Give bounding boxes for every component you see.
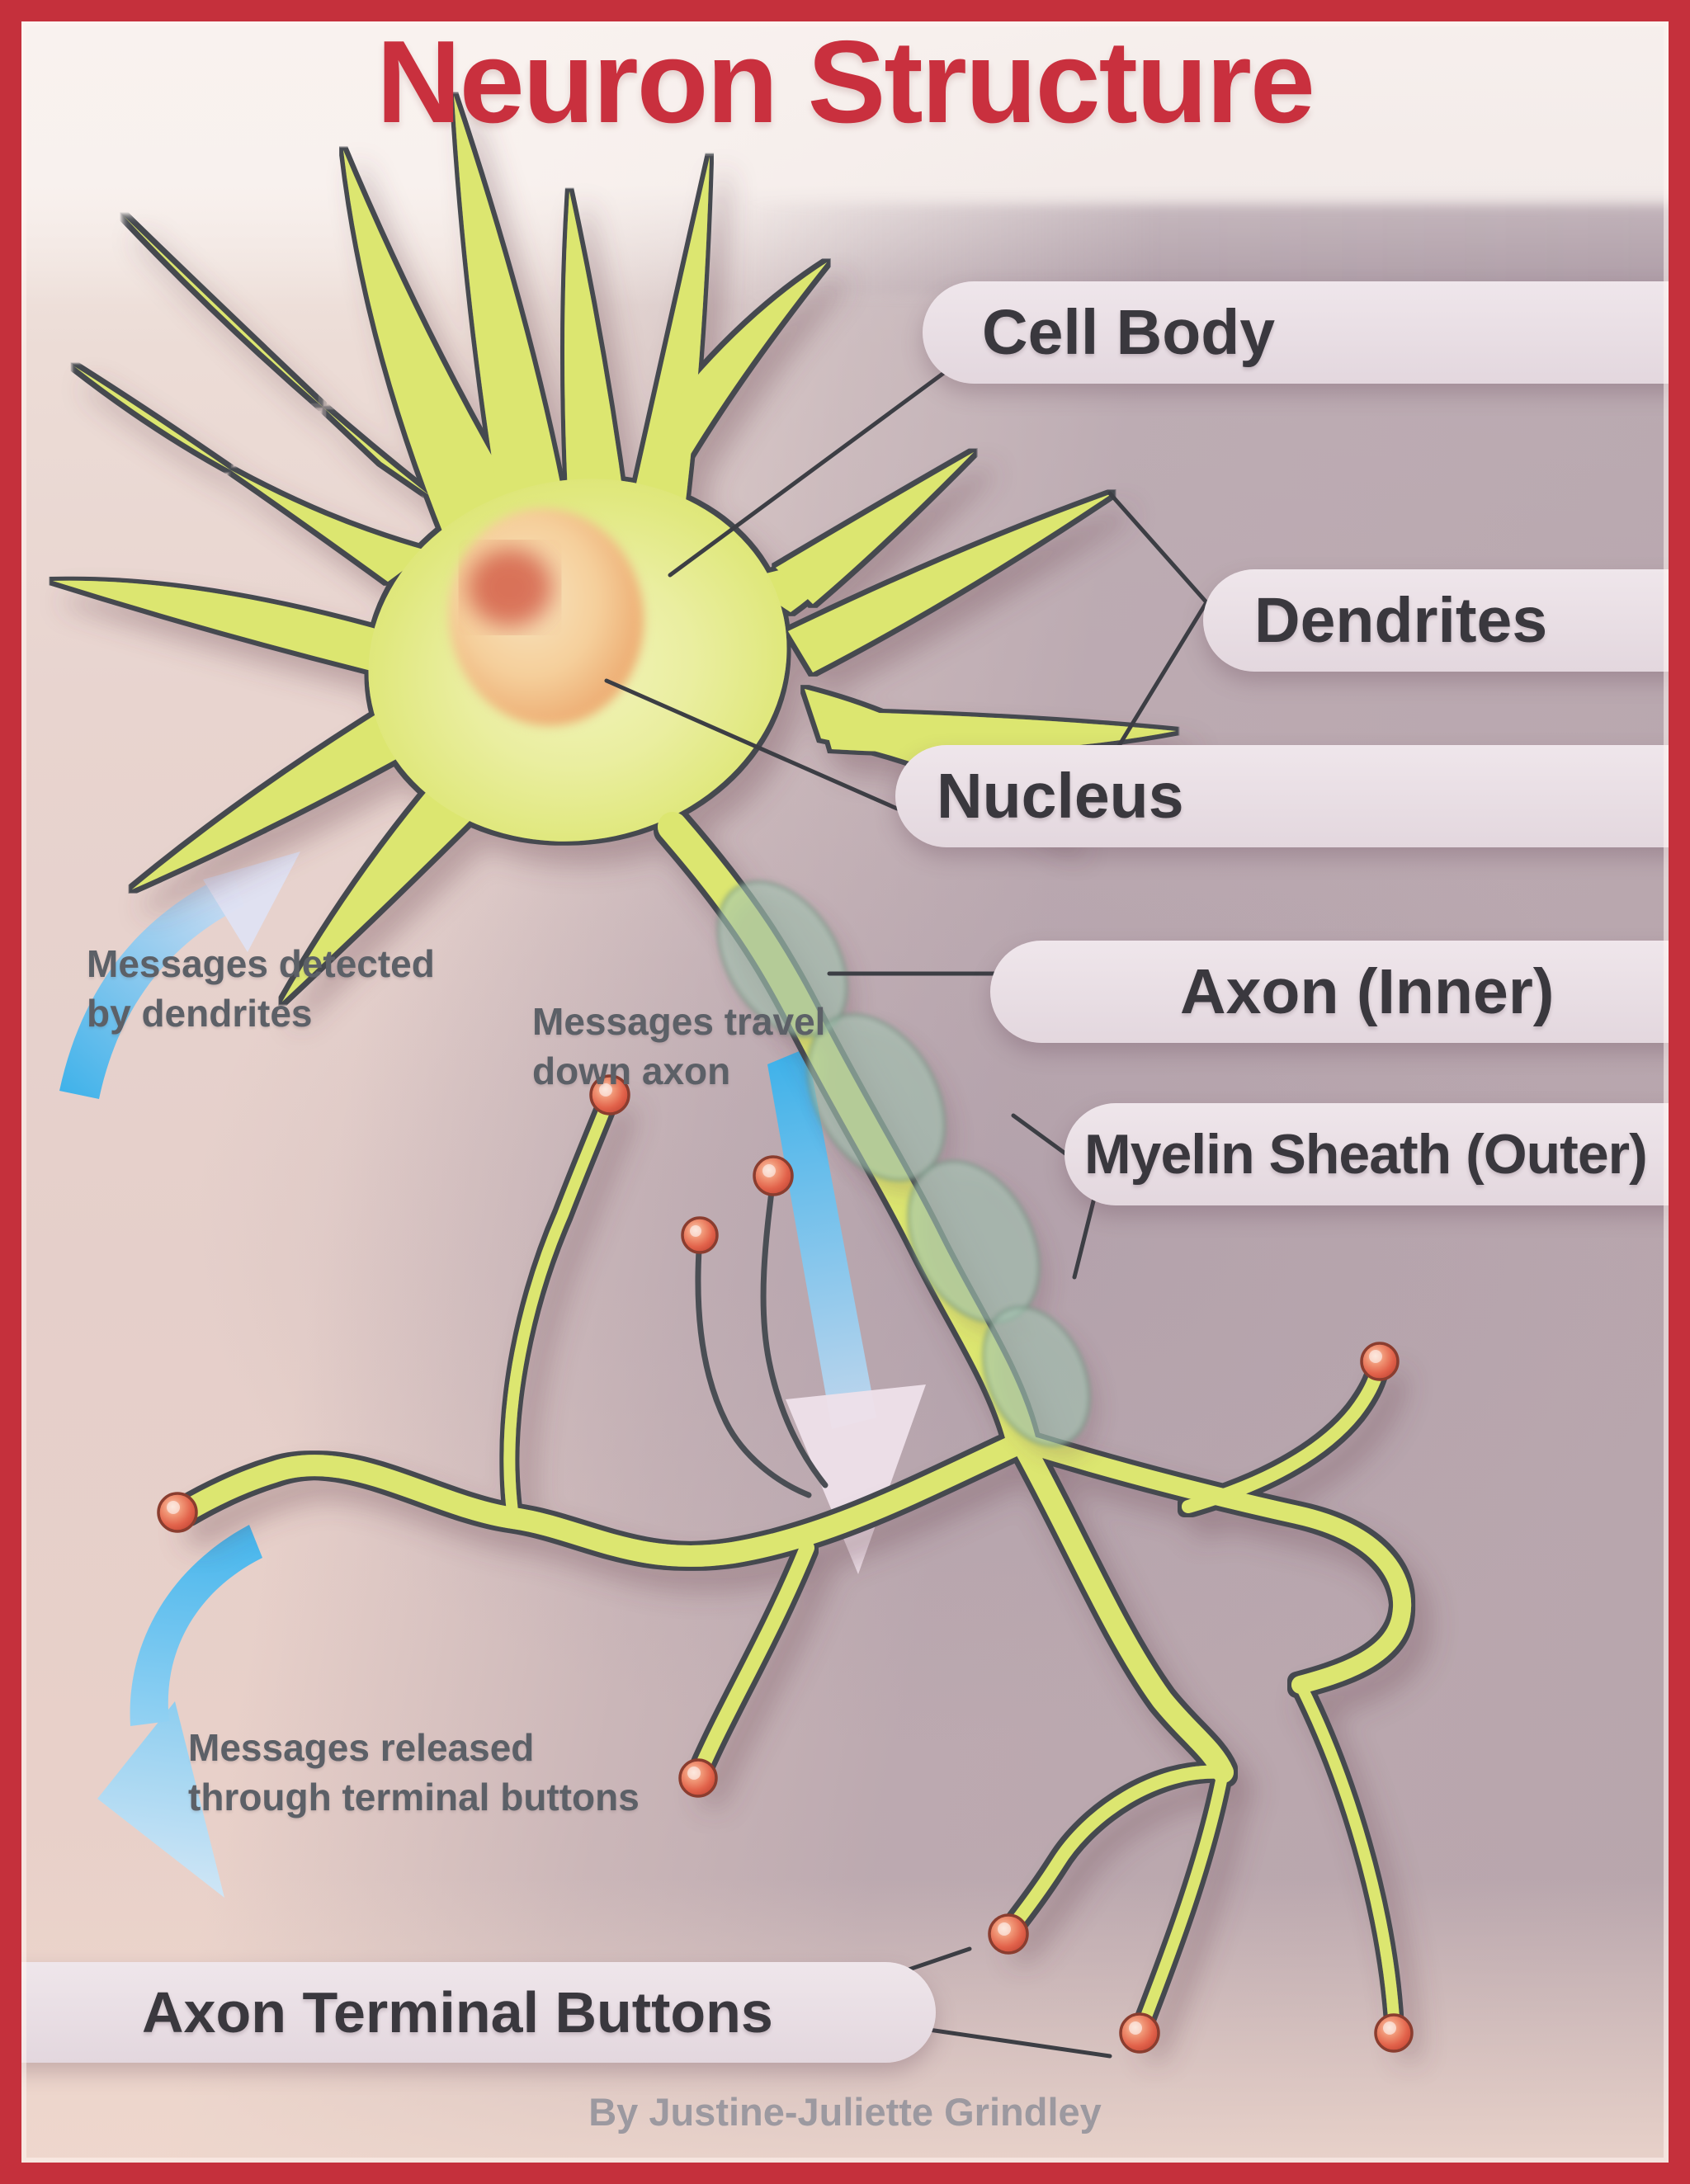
annotation-line: Messages released — [188, 1726, 535, 1769]
annotation-line: through terminal buttons — [188, 1776, 640, 1818]
label-axon-terminal-buttons: Axon Terminal Buttons — [0, 1962, 936, 2063]
annotation-messages-released: Messages released through terminal butto… — [188, 1723, 640, 1822]
nucleolus — [467, 548, 553, 627]
credit-line: By Justine-Juliette Grindley — [588, 2090, 1102, 2134]
flow-arrow-released — [97, 1525, 262, 1898]
label-axon-inner: Axon (Inner) — [990, 941, 1690, 1043]
axon-terminal-buttons — [157, 1074, 1414, 2054]
label-nucleus: Nucleus — [895, 745, 1690, 847]
label-myelin-sheath: Myelin Sheath (Outer) — [1065, 1103, 1690, 1205]
terminal-button — [681, 1216, 719, 1254]
page-title: Neuron Structure — [376, 17, 1315, 148]
label-cell-body: Cell Body — [923, 281, 1690, 384]
annotation-line: Messages travel — [532, 1000, 826, 1043]
annotation-line: by dendrites — [87, 992, 313, 1035]
annotation-line: Messages detected — [87, 942, 435, 985]
label-dendrites: Dendrites — [1203, 569, 1690, 672]
annotation-line: down axon — [532, 1050, 731, 1092]
annotation-messages-detected: Messages detected by dendrites — [87, 939, 435, 1038]
annotation-messages-travel: Messages travel down axon — [532, 997, 825, 1096]
